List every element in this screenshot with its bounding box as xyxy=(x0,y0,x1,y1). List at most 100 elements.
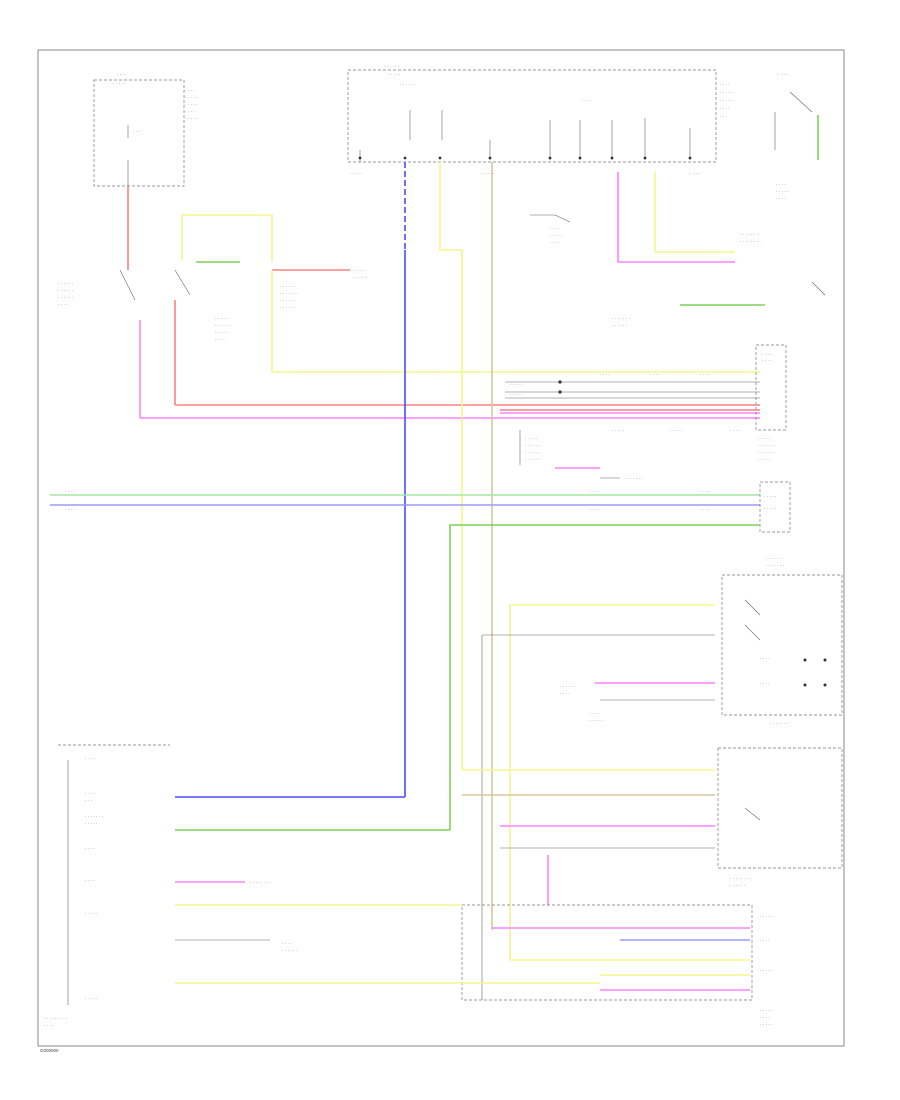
svg-text:· · · · · ·: · · · · · · xyxy=(525,457,540,462)
svg-text:· · · ·: · · · · xyxy=(778,72,788,77)
svg-text:· · · ·: · · · · xyxy=(776,196,786,201)
svg-text:· · · · · · ·: · · · · · · · xyxy=(770,721,788,726)
svg-text:· · · · · ·: · · · · · · xyxy=(58,281,73,286)
svg-text:· · · ·: · · · · xyxy=(550,240,560,245)
svg-text:· · · · · ·: · · · · · · xyxy=(282,948,297,953)
svg-text:· · · · ·: · · · · · xyxy=(350,171,363,176)
wires-bus-right: · · · · · · · · · · · · · · · · · · · · … xyxy=(140,344,787,433)
wires-can-bus: · · · · · · · · · · · · · · · · · · · · … xyxy=(50,481,791,831)
svg-text:· · · · ·: · · · · · xyxy=(185,116,198,121)
svg-text:· · · ·: · · · · xyxy=(85,756,95,761)
svg-text:· · · ·: · · · · xyxy=(44,1023,54,1028)
svg-text:· · · · ·: · · · · · xyxy=(670,428,683,433)
module-top-center: · · · · · · · · · · · · · · · · · · · · … xyxy=(347,64,733,176)
svg-text:· · · ·: · · · · xyxy=(85,846,95,851)
svg-text:· · · · ·: · · · · · xyxy=(215,316,228,321)
svg-text:· · · ·: · · · · xyxy=(185,109,195,114)
svg-text:· · · ·: · · · · xyxy=(85,791,95,796)
svg-text:· · · ·: · · · · xyxy=(600,372,610,377)
wires-vertical-trunk xyxy=(175,162,511,960)
svg-text:· · · ·: · · · · xyxy=(760,656,770,661)
svg-text:· · · · ·: · · · · · xyxy=(388,72,401,77)
svg-text:· · · ·: · · · · xyxy=(582,98,592,103)
switch-top-right: · · · · · · · · · · · · · · · · · xyxy=(774,72,819,201)
svg-text:· · · · · ·: · · · · · · xyxy=(400,82,415,87)
svg-text:· · · ·: · · · · xyxy=(760,681,770,686)
svg-text:· · · · ·: · · · · · xyxy=(185,102,198,107)
svg-text:· · · ·: · · · · xyxy=(720,82,730,87)
svg-text:· · · ·: · · · · xyxy=(355,268,365,273)
svg-text:· · · · · · ·: · · · · · · · xyxy=(280,291,298,296)
module-right-switch: · · · · · · · · · · · · · · · · · · · · … xyxy=(481,556,843,1000)
svg-text:· · · ·: · · · · xyxy=(215,337,225,342)
svg-text:· · · ·: · · · · xyxy=(720,106,730,111)
svg-text:· · · ·: · · · · xyxy=(560,691,570,696)
svg-text:· · · ·: · · · · xyxy=(590,489,600,494)
svg-text:· · · ·: · · · · xyxy=(65,507,75,512)
svg-text:· · · · · ·: · · · · · · xyxy=(280,305,295,310)
svg-text:· · · ·: · · · · xyxy=(590,507,600,512)
svg-text:· · · · ·: · · · · · xyxy=(482,171,495,176)
svg-text:· · · ·: · · · · xyxy=(282,941,292,946)
svg-text:· · · · · · · · ·: · · · · · · · · · xyxy=(44,1016,68,1021)
svg-text:· · ·: · · · xyxy=(85,798,92,803)
svg-text:· · · · · · · ·: · · · · · · · · xyxy=(622,476,643,481)
svg-text:· · · · · ·: · · · · · · xyxy=(525,450,540,455)
svg-text:· · · ·: · · · · xyxy=(760,938,770,943)
svg-text:· · · · ·: · · · · · xyxy=(760,1008,773,1013)
svg-text:· · · · ·: · · · · · xyxy=(760,968,773,973)
svg-text:· · · · · ·: · · · · · · xyxy=(280,298,295,303)
svg-text:· · · ·: · · · · xyxy=(700,372,710,377)
svg-text:· · · · ·: · · · · · xyxy=(776,189,789,194)
svg-text:· · · ·: · · · · xyxy=(650,372,660,377)
wires-right-mid: · · · · · · · · · · · · · · · · · · · · … xyxy=(530,172,826,328)
svg-text:· · · · · ·: · · · · · · xyxy=(280,284,295,289)
svg-text:· · · ·: · · · · xyxy=(730,428,740,433)
svg-text:· · · · ·: · · · · · xyxy=(758,457,771,462)
svg-text:· · · · · ·: · · · · · · xyxy=(215,323,230,328)
svg-text:· · · ·: · · · · xyxy=(762,352,772,357)
wires-top-left: · · · · · · · · · · · · · · · · · · · · … xyxy=(58,186,368,418)
svg-text:· · · · ·: · · · · · xyxy=(758,436,771,441)
svg-text:· · · · · ·: · · · · · · xyxy=(58,288,73,293)
module-bottom-right: · · · · · · · · · · · · · · · · · · · · … xyxy=(461,904,773,1027)
svg-text:· · · ·: · · · · xyxy=(85,878,95,883)
svg-text:· · · · ·: · · · · · xyxy=(720,98,733,103)
svg-text:· · · · ·: · · · · · xyxy=(510,392,523,397)
module-middle: · · · · · · · · · · · · · · · · · · · · … xyxy=(519,430,773,481)
svg-text:· · · · ·: · · · · · xyxy=(185,95,198,100)
svg-text:· · · ·: · · · · xyxy=(700,489,710,494)
svg-text:· · · · ·: · · · · · xyxy=(760,914,773,919)
svg-text:· · · ·: · · · · xyxy=(690,171,700,176)
svg-text:· · · · · ·: · · · · · · xyxy=(58,295,73,300)
svg-text:· · · · · ·: · · · · · · xyxy=(612,323,627,328)
svg-text:· · · · ·: · · · · · xyxy=(764,494,777,499)
svg-text:· · · ·: · · · · xyxy=(776,182,786,187)
fuse-box-top-left: · · · · · · · · · · · · · · · · · · · · … xyxy=(93,72,198,187)
svg-text:· · · · ·: · · · · · xyxy=(720,90,733,95)
svg-text:· · · · · · ·: · · · · · · · xyxy=(740,232,758,237)
svg-text:· · · · ·: · · · · · xyxy=(525,436,538,441)
svg-text:· · · · · ·: · · · · · · xyxy=(758,450,773,455)
svg-text:· · · · · · ·: · · · · · · · xyxy=(612,316,630,321)
svg-text:· · · · ·: · · · · · xyxy=(510,382,523,387)
svg-text:· · · · · · · ·: · · · · · · · · xyxy=(730,876,751,881)
svg-text:· · · · ·: · · · · · xyxy=(612,428,625,433)
svg-text:· · · · ·: · · · · · xyxy=(215,330,228,335)
svg-text:· · · · · ·: · · · · · · xyxy=(560,684,575,689)
svg-text:· · · ·: · · · · xyxy=(760,1015,770,1020)
svg-text:· · · · ·: · · · · · xyxy=(355,275,368,280)
svg-text:· · · ·: · · · · xyxy=(65,489,75,494)
svg-text:· · · ·: · · · · xyxy=(185,88,195,93)
svg-text:· · · · ·: · · · · · xyxy=(85,911,98,916)
svg-text:· · · · ·: · · · · · xyxy=(85,996,98,1001)
svg-text:· · · · · ·: · · · · · · xyxy=(525,443,540,448)
svg-text:· · · ·: · · · · xyxy=(550,226,560,231)
svg-text:· · · · ·: · · · · · xyxy=(113,81,126,86)
svg-text:· · · · · · ·: · · · · · · · xyxy=(766,563,784,568)
svg-text:· · · · · · · ·: · · · · · · · · xyxy=(250,880,271,885)
svg-text:· · ·: · · · xyxy=(133,129,140,134)
svg-text:· · · ·: · · · · xyxy=(58,302,68,307)
svg-text:· · · · ·: · · · · · xyxy=(590,718,603,723)
